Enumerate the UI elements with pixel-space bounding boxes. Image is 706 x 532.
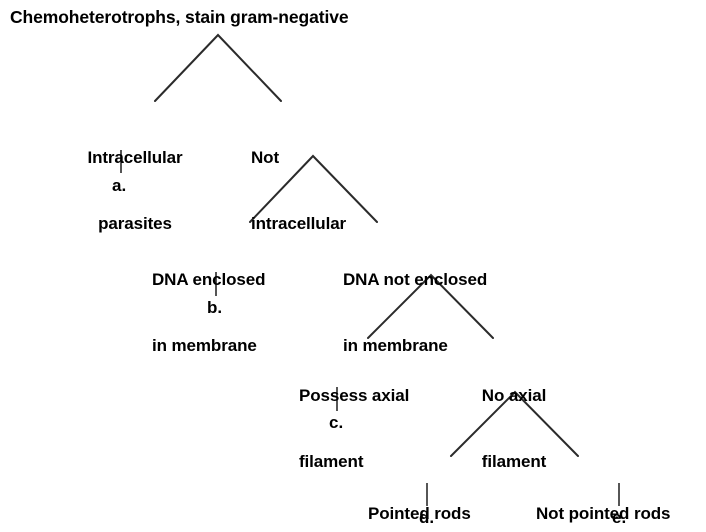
node-dna-enclosed-line-1: DNA enclosed <box>152 270 266 289</box>
answer-blank-c: c. <box>329 413 344 432</box>
node-intracellular-parasites-line-1: Intracellular <box>87 148 183 167</box>
node-intracellular-parasites-line-2: parasites <box>98 214 172 233</box>
node-possess-axial-filament: Possess axial filament <box>299 341 449 517</box>
node-pointed-rods: Pointed rods <box>368 459 498 532</box>
node-pointed-rods-line-1: Pointed rods <box>368 504 471 523</box>
root-node-label: Chemoheterotrophs, stain gram-negative <box>10 7 349 27</box>
answer-blank-d: d. <box>419 508 435 527</box>
fork-line-level-3 <box>367 273 494 339</box>
node-possess-axial-filament-line-1: Possess axial <box>299 386 410 405</box>
node-not-intracellular-line-2: intracellular <box>251 214 347 233</box>
node-not-intracellular: Not intracellular <box>251 103 381 279</box>
node-dna-not-enclosed-line-1: DNA not enclosed <box>343 270 488 289</box>
node-no-axial-filament-line-2: filament <box>481 452 547 471</box>
answer-blank-b: b. <box>207 298 223 317</box>
node-dna-enclosed-line-2: in membrane <box>152 336 257 355</box>
node-not-pointed-rods: Not pointed rods <box>536 459 701 532</box>
answer-blank-a: a. <box>112 176 127 195</box>
node-not-intracellular-line-1: Not <box>251 148 280 167</box>
node-possess-axial-filament-line-2: filament <box>299 452 364 471</box>
node-intracellular-parasites: Intracellular parasites <box>74 103 196 279</box>
node-dna-not-enclosed-in-membrane: DNA not enclosed in membrane <box>343 225 533 401</box>
node-no-axial-filament-line-1: No axial <box>481 386 547 405</box>
fork-line-level-1 <box>154 33 282 102</box>
node-dna-not-enclosed-line-2: in membrane <box>343 336 448 355</box>
answer-blank-e: e. <box>612 508 627 527</box>
node-dna-enclosed-in-membrane: DNA enclosed in membrane <box>152 225 312 401</box>
node-not-pointed-rods-line-1: Not pointed rods <box>536 504 671 523</box>
fork-line-level-2 <box>249 154 378 223</box>
fork-line-level-4 <box>450 390 579 457</box>
node-no-axial-filament: No axial filament <box>467 341 561 517</box>
